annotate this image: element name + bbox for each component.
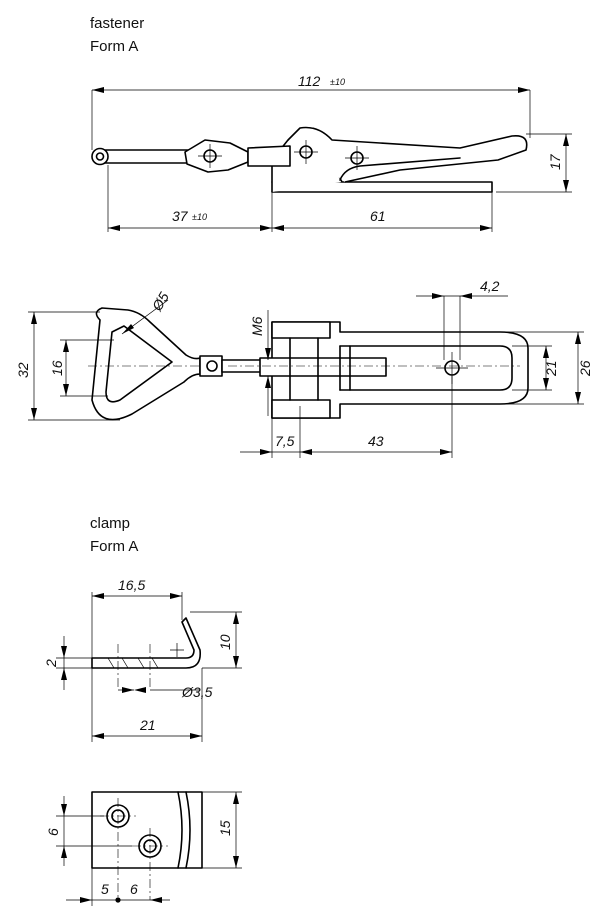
fastener-side-view: fastener Form A 112 ±10 37 ±10 (90, 15, 572, 232)
dim-clamp-length: 16,5 (118, 577, 145, 593)
dim-hole-offset: 4,2 (480, 278, 500, 294)
dim-clamp-hole: Ø3,5 (181, 684, 213, 700)
dim-clamp-base: 21 (139, 717, 156, 733)
clamp-title: clamp (90, 515, 130, 532)
clamp-top-view: 6 15 5 6 (45, 791, 242, 906)
dim-hole-diameter: Ø5 (148, 289, 172, 314)
dim-thread: M6 (249, 316, 265, 336)
clamp-side-view: clamp Form A 16,5 10 2 Ø3,5 21 (43, 515, 242, 742)
dim-clamp-hole-offset: 6 (45, 828, 61, 836)
dim-overall-tolerance: ±10 (330, 77, 345, 87)
fastener-subtitle: Form A (90, 38, 138, 55)
dim-clamp-width: 15 (217, 820, 233, 836)
dim-overall-length: 112 (298, 73, 321, 89)
clamp-subtitle: Form A (90, 538, 138, 555)
fastener-title: fastener (90, 15, 144, 32)
dim-clamp-spacing: 6 (130, 881, 138, 897)
dim-height: 17 (547, 153, 563, 170)
dim-length: 43 (368, 433, 384, 449)
dim-outer-width: 26 (577, 360, 593, 377)
dim-clamp-height: 10 (217, 634, 233, 650)
fastener-top-view: Ø5 32 16 M6 4,2 7,5 43 21 26 (15, 278, 593, 458)
dim-pin-offset: 7,5 (275, 433, 295, 449)
dim-inner-height: 16 (49, 360, 65, 376)
dim-left-length: 37 (172, 208, 189, 224)
dim-inner-width: 21 (543, 360, 559, 377)
dim-clamp-edge: 5 (101, 881, 109, 897)
dim-outer-height: 32 (15, 362, 31, 378)
dim-clamp-thickness: 2 (43, 659, 59, 668)
dim-left-tolerance: ±10 (192, 212, 207, 222)
dim-right-length: 61 (370, 208, 386, 224)
